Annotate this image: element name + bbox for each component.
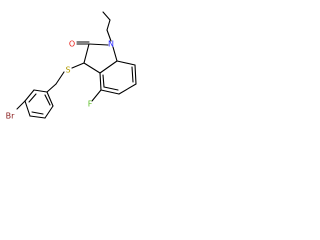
bromine-atom-label: Br — [6, 112, 15, 121]
bond — [31, 111, 44, 115]
bond — [106, 19, 111, 31]
bond — [112, 46, 118, 62]
bond — [83, 43, 90, 64]
bond — [134, 64, 137, 85]
oxygen-atom-label: O — [69, 40, 75, 49]
bond — [16, 100, 26, 110]
bond — [88, 43, 109, 46]
bond — [46, 83, 57, 93]
bond — [24, 100, 31, 117]
bond — [102, 74, 105, 88]
bond — [99, 60, 118, 74]
bond — [55, 71, 65, 85]
nitrogen-atom-label: N — [108, 40, 114, 49]
fluorine-atom-label: F — [88, 100, 93, 109]
bond — [131, 66, 134, 83]
bond — [100, 89, 120, 95]
bond — [103, 86, 119, 91]
structure-diagram: O N S F Br — [6, 11, 137, 121]
bond — [33, 89, 48, 93]
bond — [118, 83, 137, 95]
bond — [46, 91, 54, 107]
bond — [102, 11, 111, 21]
bond — [71, 62, 85, 69]
bond — [91, 89, 102, 102]
bond — [106, 29, 112, 42]
sulfur-atom-label: S — [65, 66, 70, 75]
bond — [44, 94, 51, 106]
bond — [44, 105, 54, 119]
atom-labels: O N S F Br — [6, 40, 114, 121]
bond — [116, 60, 136, 66]
bond — [29, 115, 46, 119]
bond — [28, 93, 37, 103]
bond — [24, 89, 35, 102]
bonds — [16, 11, 137, 119]
bond — [99, 72, 102, 91]
bond — [83, 62, 101, 74]
